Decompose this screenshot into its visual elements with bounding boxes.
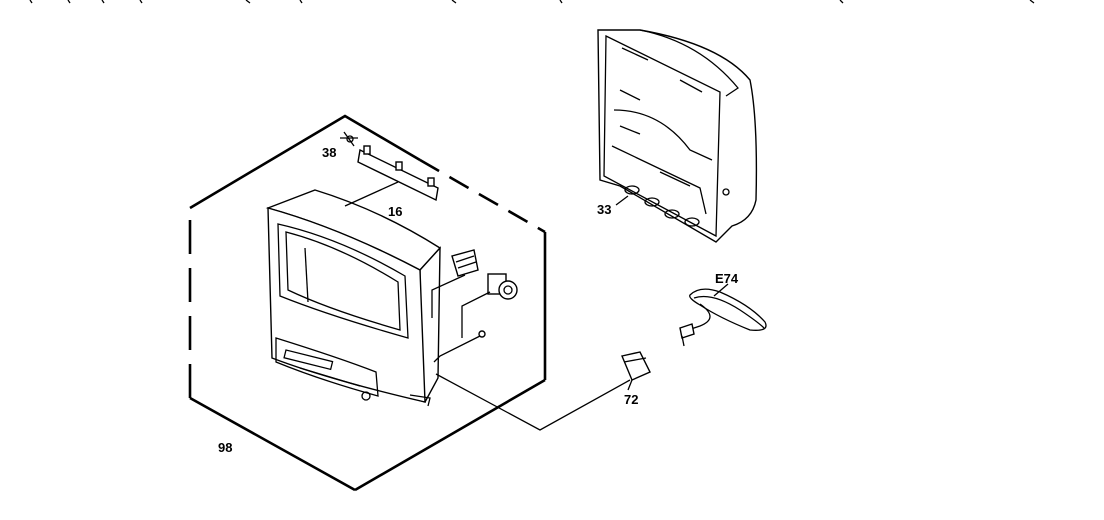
clip-leader-line: [435, 373, 631, 431]
screw-small: [433, 330, 486, 363]
assembly-outline: [188, 114, 547, 492]
label-33: 33: [597, 202, 611, 217]
label-e74: E74: [715, 271, 739, 286]
tv-monitor: [265, 189, 442, 407]
screw-38: [340, 131, 358, 147]
power-cord-e74: [679, 283, 767, 347]
rf-jack: [461, 273, 518, 338]
label-98: 98: [218, 440, 232, 455]
bracket-16: [344, 145, 439, 207]
label-38: 38: [322, 145, 336, 160]
rear-cabinet-33: [597, 29, 758, 243]
clip-72: [621, 351, 651, 391]
connector-block: [431, 249, 479, 318]
top-edge-ticks: [29, 0, 1035, 4]
label-72: 72: [624, 392, 638, 407]
label-16: 16: [388, 204, 402, 219]
